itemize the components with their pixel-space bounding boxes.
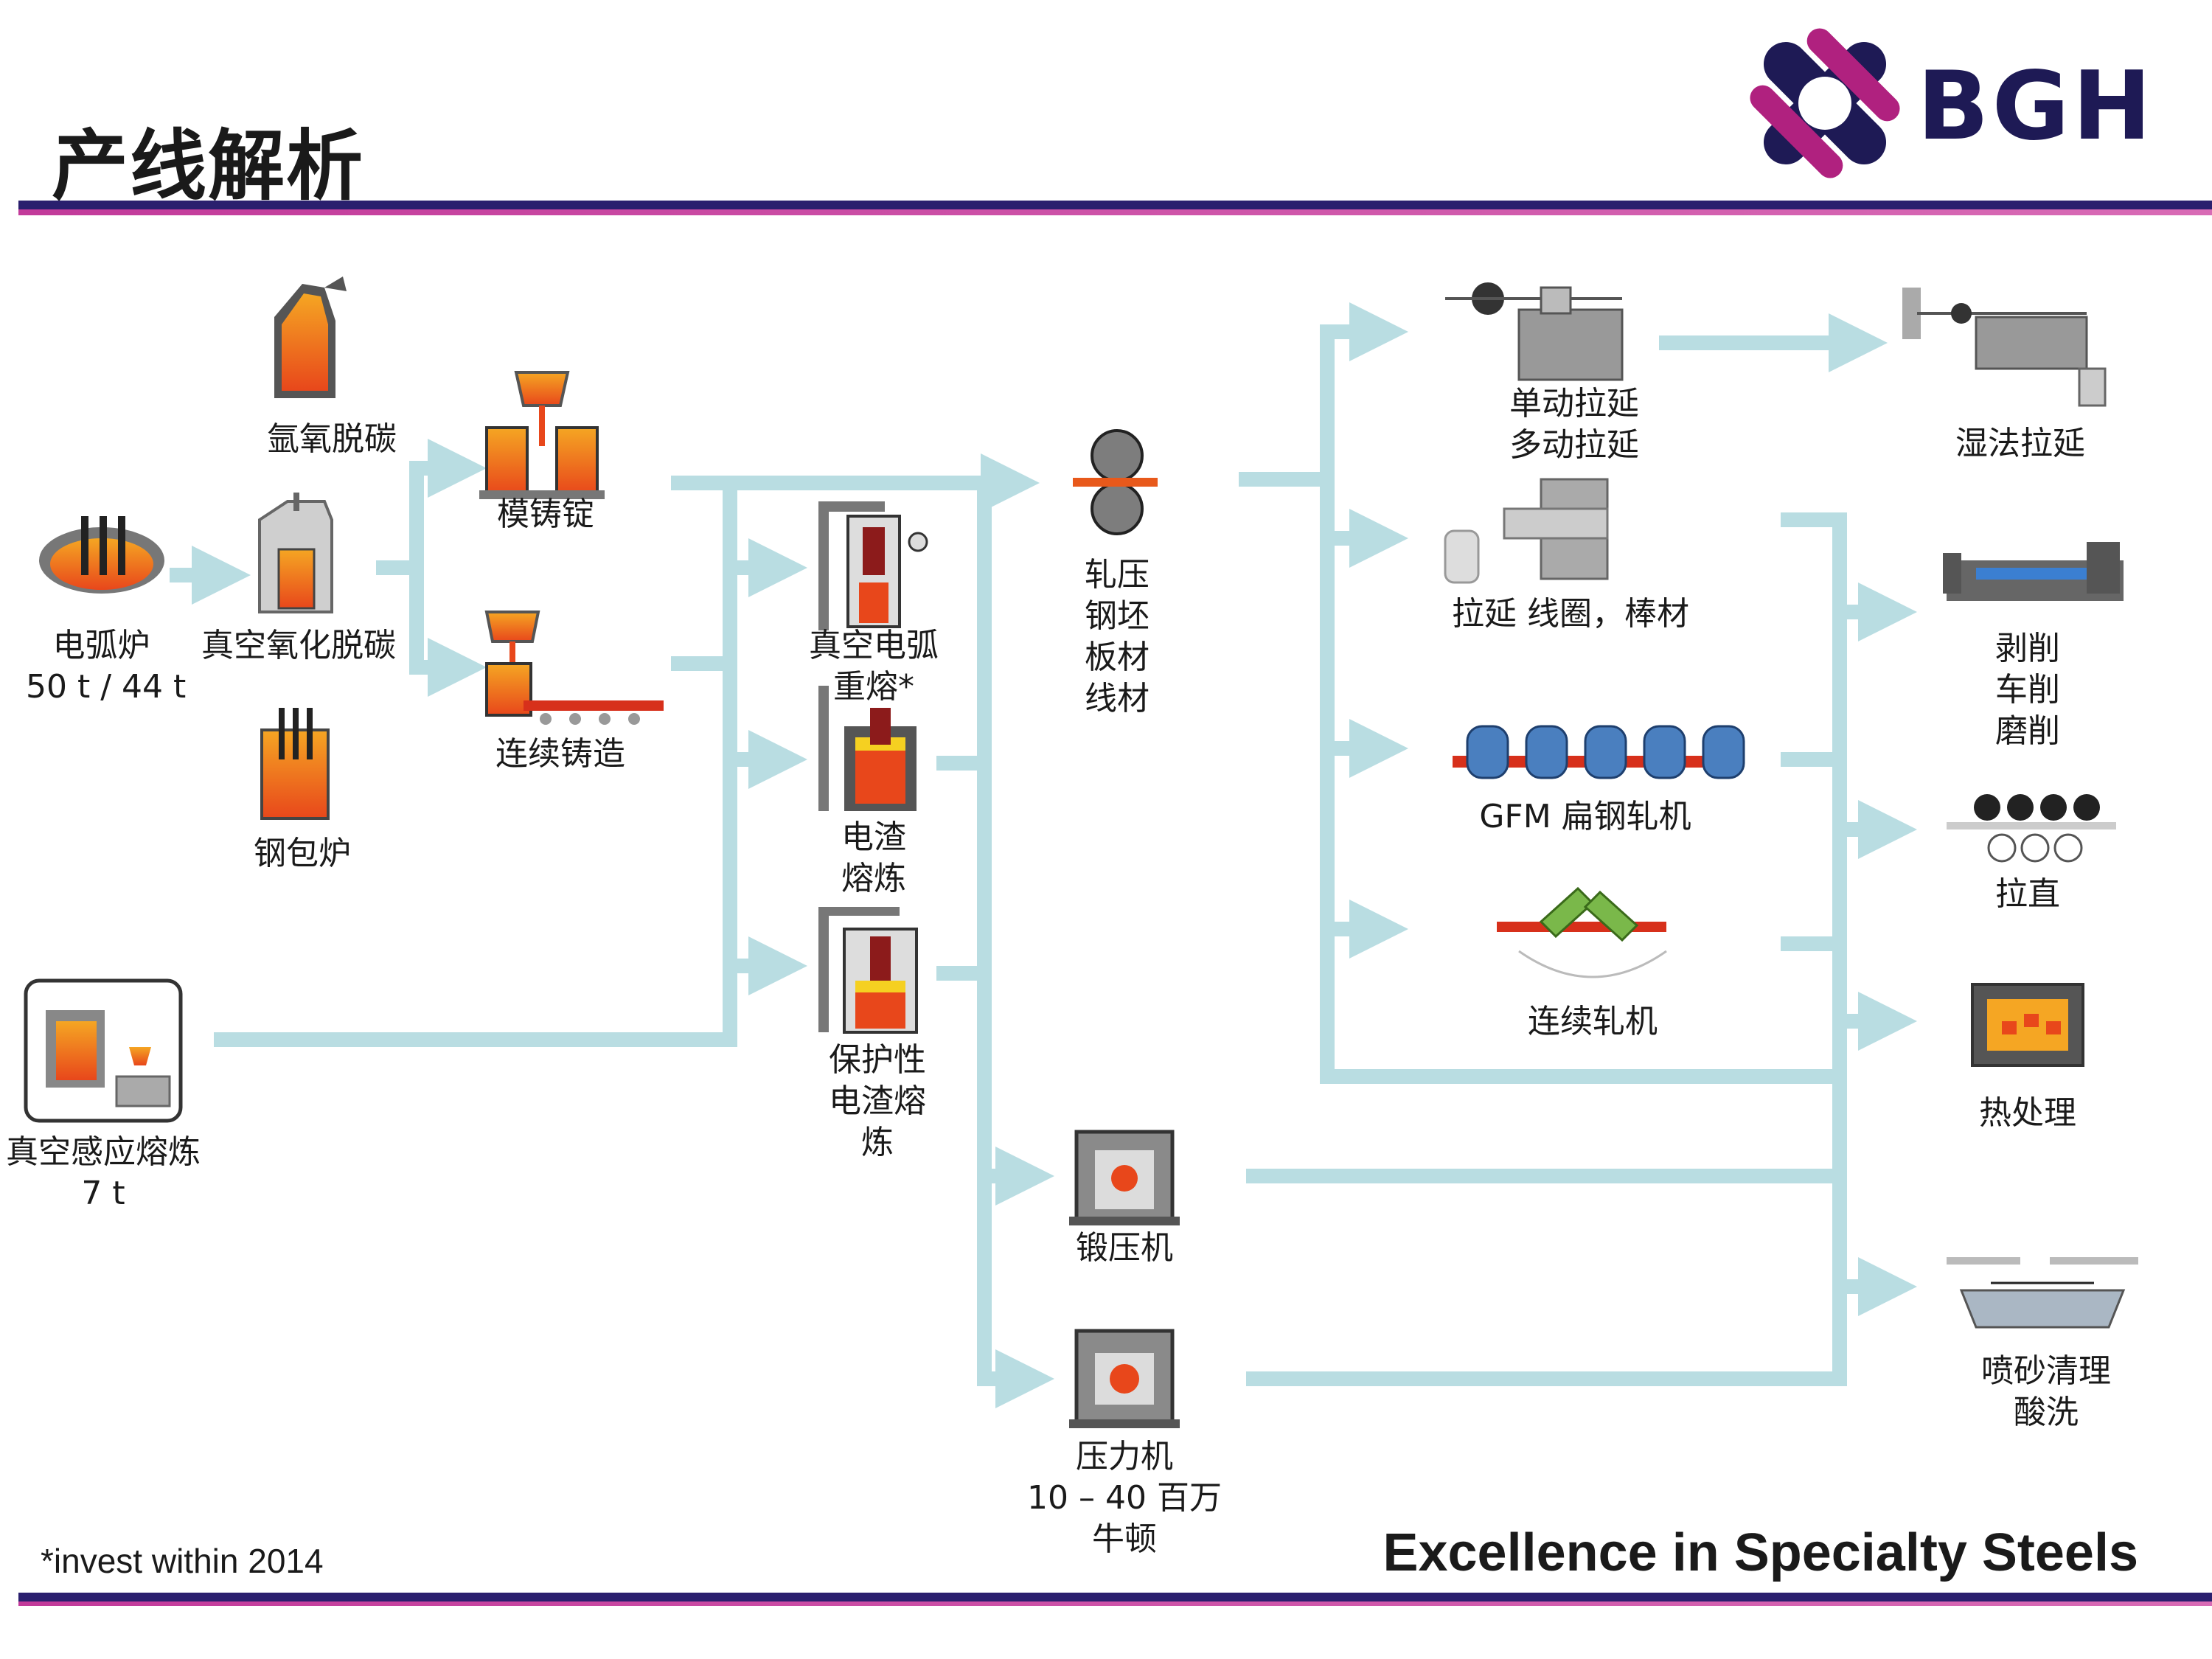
blasting-label: 喷砂清理 酸洗 bbox=[1961, 1351, 2131, 1433]
var-remelt-icon bbox=[818, 501, 928, 630]
var-line1: 真空电弧 bbox=[809, 627, 939, 664]
rolling-label: 轧压 钢坯 板材 线材 bbox=[1062, 554, 1172, 720]
drawing-machine-icon bbox=[1445, 282, 1624, 381]
esr-line2: 熔炼 bbox=[841, 860, 906, 897]
drawing-line1: 单动拉延 bbox=[1509, 385, 1639, 422]
aod-converter-icon bbox=[274, 276, 347, 398]
pesr-remelt-icon bbox=[818, 907, 918, 1034]
press-capacity: 10 – 40 百万 bbox=[1027, 1479, 1222, 1517]
machining-line3: 磨削 bbox=[1995, 712, 2060, 750]
ladle-label: 钢包炉 bbox=[254, 835, 351, 872]
tagline: Excellence in Specialty Steels bbox=[1382, 1523, 2138, 1582]
footer-rule bbox=[18, 1593, 2212, 1601]
ladle-furnace-icon bbox=[260, 708, 330, 820]
machining-label: 剥削 车削 磨削 bbox=[1976, 628, 2079, 752]
vim-name: 真空感应熔炼 bbox=[6, 1133, 201, 1171]
straightening-label: 拉直 bbox=[1995, 875, 2060, 913]
footnote: *invest within 2014 bbox=[41, 1542, 324, 1580]
gfm-mill-icon bbox=[1453, 725, 1745, 779]
gfm-label: GFM 扁钢轧机 bbox=[1479, 798, 1691, 835]
var-line2: 重熔* bbox=[833, 668, 914, 706]
pesr-line2: 电渣熔 bbox=[829, 1082, 926, 1120]
wet-drawing-label: 湿法拉延 bbox=[1955, 425, 2085, 462]
forge-press-icon bbox=[1069, 1130, 1180, 1225]
heat-treatment-furnace-icon bbox=[1971, 983, 2084, 1067]
forge-label: 锻压机 bbox=[1076, 1229, 1173, 1267]
pesr-label: 保护性 电渣熔 炼 bbox=[811, 1040, 944, 1164]
rolling-line2: 钢坯 bbox=[1085, 597, 1150, 635]
eaf-name: 电弧炉 bbox=[52, 627, 150, 664]
header-rule bbox=[18, 201, 2212, 209]
esr-line1: 电渣 bbox=[841, 818, 906, 856]
continuous-casting-icon bbox=[484, 611, 664, 725]
continuous-rolling-icon bbox=[1497, 886, 1667, 978]
vod-label: 真空氧化脱碳 bbox=[201, 627, 396, 664]
ingot-label: 模铸锭 bbox=[497, 495, 594, 533]
machining-line1: 剥削 bbox=[1995, 630, 2060, 667]
rolling-line1: 轧压 bbox=[1085, 556, 1150, 594]
press-name: 压力机 bbox=[1076, 1438, 1173, 1475]
machining-line2: 车削 bbox=[1995, 671, 2060, 709]
rolling-line3: 板材 bbox=[1085, 639, 1150, 676]
header-rule-accent bbox=[18, 209, 2212, 215]
var-label: 真空电弧 重熔* bbox=[800, 625, 947, 708]
eaf-furnace-icon bbox=[39, 516, 164, 594]
pesr-line1: 保护性 bbox=[829, 1041, 926, 1079]
vim-capacity: 7 t bbox=[81, 1175, 125, 1212]
wet-drawing-icon bbox=[1902, 288, 2107, 407]
rolling-line4: 线材 bbox=[1085, 680, 1150, 717]
drawing-label: 单动拉延 多动拉延 bbox=[1475, 383, 1674, 466]
ingot-casting-icon bbox=[479, 371, 605, 499]
drawing-line2: 多动拉延 bbox=[1509, 426, 1639, 464]
blasting-line1: 喷砂清理 bbox=[1981, 1352, 2111, 1390]
logo-text: BGH bbox=[1917, 52, 2154, 161]
eaf-capacity: 50 t / 44 t bbox=[26, 668, 187, 706]
blasting-line2: 酸洗 bbox=[2014, 1394, 2079, 1431]
pickling-tank-icon bbox=[1947, 1257, 2138, 1329]
wire-bar-drawing-icon bbox=[1444, 478, 1609, 584]
press-label: 压力机 10 – 40 百万 牛顿 bbox=[1010, 1436, 1239, 1560]
cont-rolling-label: 连续轧机 bbox=[1528, 1003, 1658, 1040]
heat-treatment-label: 热处理 bbox=[1979, 1094, 2076, 1132]
vim-furnace-icon bbox=[24, 978, 183, 1123]
rolling-mill-icon bbox=[1073, 429, 1158, 535]
aod-label: 氩氧脱碳 bbox=[267, 420, 397, 458]
vim-label: 真空感应熔炼 7 t bbox=[0, 1132, 206, 1214]
press-unit: 牛顿 bbox=[1092, 1520, 1157, 1558]
straightening-icon bbox=[1947, 794, 2116, 863]
vod-vessel-icon bbox=[258, 493, 333, 613]
pesr-line3: 炼 bbox=[861, 1124, 894, 1161]
page-title: 产线解析 bbox=[52, 121, 365, 211]
continuous-casting-label: 连续铸造 bbox=[495, 735, 625, 773]
esr-remelt-icon bbox=[818, 686, 917, 811]
eaf-label: 电弧炉 50 t / 44 t bbox=[26, 625, 187, 708]
footer-rule-accent bbox=[18, 1601, 2212, 1606]
hydraulic-press-icon bbox=[1069, 1329, 1180, 1428]
wire-bar-label: 拉延 线圈，棒材 bbox=[1452, 595, 1689, 633]
peeling-lathe-icon bbox=[1943, 542, 2124, 601]
esr-label: 电渣 熔炼 bbox=[815, 817, 933, 900]
